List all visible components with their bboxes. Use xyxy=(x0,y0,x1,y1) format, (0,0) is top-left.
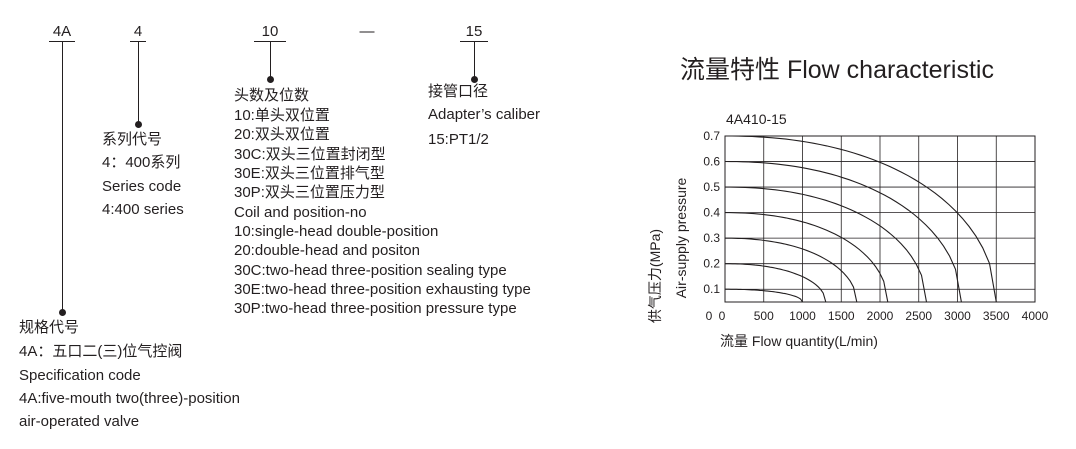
x-tick-label: 500 xyxy=(754,309,774,323)
y-axis-label-en: Air-supply pressure xyxy=(673,177,689,298)
coil-line: 头数及位数 xyxy=(234,87,310,104)
x-tick-label: 3500 xyxy=(983,309,1010,323)
caliber-leader-line xyxy=(474,41,475,79)
flow-curve xyxy=(725,212,889,303)
code-series: 4A xyxy=(52,23,72,40)
flow-curve xyxy=(725,263,827,303)
code-caliber: 15 xyxy=(465,23,483,40)
code-size: 4 xyxy=(133,23,143,40)
y-tick-label: 0.1 xyxy=(703,282,720,296)
spec-line: Specification code xyxy=(19,367,141,384)
chart-grid xyxy=(724,135,1036,303)
coil-line: Coil and position-no xyxy=(234,204,367,221)
spec-line: 4A：五口二(三)位气控阀 xyxy=(19,343,183,360)
chart-title: 流量特性 Flow characteristic xyxy=(680,56,994,84)
spec-line: 4A:five-mouth two(three)-position xyxy=(19,390,240,407)
x-tick-label: 1000 xyxy=(789,309,816,323)
spec-leader-dot xyxy=(59,309,66,316)
coil-line: 20:双头双位置 xyxy=(234,126,330,143)
coil-line: 30E:two-head three-position exhausting t… xyxy=(234,281,531,298)
spec-line: 规格代号 xyxy=(19,319,80,336)
coil-line: 10:单头双位置 xyxy=(234,107,330,124)
flow-curve xyxy=(724,160,962,303)
y-tick-label: 0.2 xyxy=(703,257,720,271)
x-axis-label: 流量 Flow quantity(L/min) xyxy=(720,333,878,349)
chart-curves xyxy=(724,135,997,303)
chart-model: 4A410-15 xyxy=(726,111,787,127)
flow-curve xyxy=(725,288,803,303)
coil-line: 10:single-head double-position xyxy=(234,223,439,240)
x-tick-label: 0 xyxy=(706,309,713,323)
coil-line: 30C:two-head three-position sealing type xyxy=(234,262,507,279)
flow-curve xyxy=(725,186,928,303)
code-coil: 10 xyxy=(261,23,279,40)
y-tick-label: 0.6 xyxy=(703,155,720,169)
caliber-line: 15:PT1/2 xyxy=(428,131,489,148)
flow-curve xyxy=(725,237,858,303)
chart-ticks: 0 500 1000 1500 2000 2500 3000 3500 4000 0 0.1 0.2 0… xyxy=(703,129,1048,323)
coil-line: 30E:双头三位置排气型 xyxy=(234,165,385,182)
spec-line: air-operated valve xyxy=(19,413,140,430)
caliber-line: 接管口径 xyxy=(428,83,489,100)
coil-line: 20:double-head and positon xyxy=(234,242,420,259)
spec-leader-line xyxy=(62,41,63,312)
coil-leader-line xyxy=(270,41,271,79)
series-line: Series code xyxy=(102,178,182,195)
x-tick-label: 1500 xyxy=(828,309,855,323)
x-tick-label: 3000 xyxy=(944,309,971,323)
y-tick-label: 0.4 xyxy=(703,206,720,220)
x-tick-label: 2000 xyxy=(867,309,894,323)
code-dash: — xyxy=(359,23,375,40)
coil-leader-dot xyxy=(267,76,274,83)
y-tick-label: 0.3 xyxy=(703,231,720,245)
series-line: 4：400系列 xyxy=(102,154,181,171)
series-line: 4:400 series xyxy=(102,201,184,218)
x-tick-label: 0 xyxy=(719,309,726,323)
series-leader-dot xyxy=(135,121,142,128)
y-tick-label: 0.7 xyxy=(703,129,720,143)
flow-curve xyxy=(725,135,997,303)
caliber-line: Adapter’s caliber xyxy=(428,106,541,123)
coil-line: 30P:two-head three-position pressure typ… xyxy=(234,300,517,317)
caliber-leader-dot xyxy=(471,76,478,83)
x-tick-label: 2500 xyxy=(905,309,932,323)
coil-line: 30C:双头三位置封闭型 xyxy=(234,146,386,163)
series-leader-line xyxy=(138,41,139,124)
flow-chart: 0 500 1000 1500 2000 2500 3000 3500 4000 0 0.1 0.2 0… xyxy=(647,129,1049,349)
x-tick-label: 4000 xyxy=(1022,309,1049,323)
coil-line: 30P:双头三位置压力型 xyxy=(234,184,385,201)
y-tick-label: 0.5 xyxy=(703,180,720,194)
y-axis-label-cn: 供气压力(MPa) xyxy=(647,229,663,323)
series-line: 系列代号 xyxy=(102,131,163,148)
